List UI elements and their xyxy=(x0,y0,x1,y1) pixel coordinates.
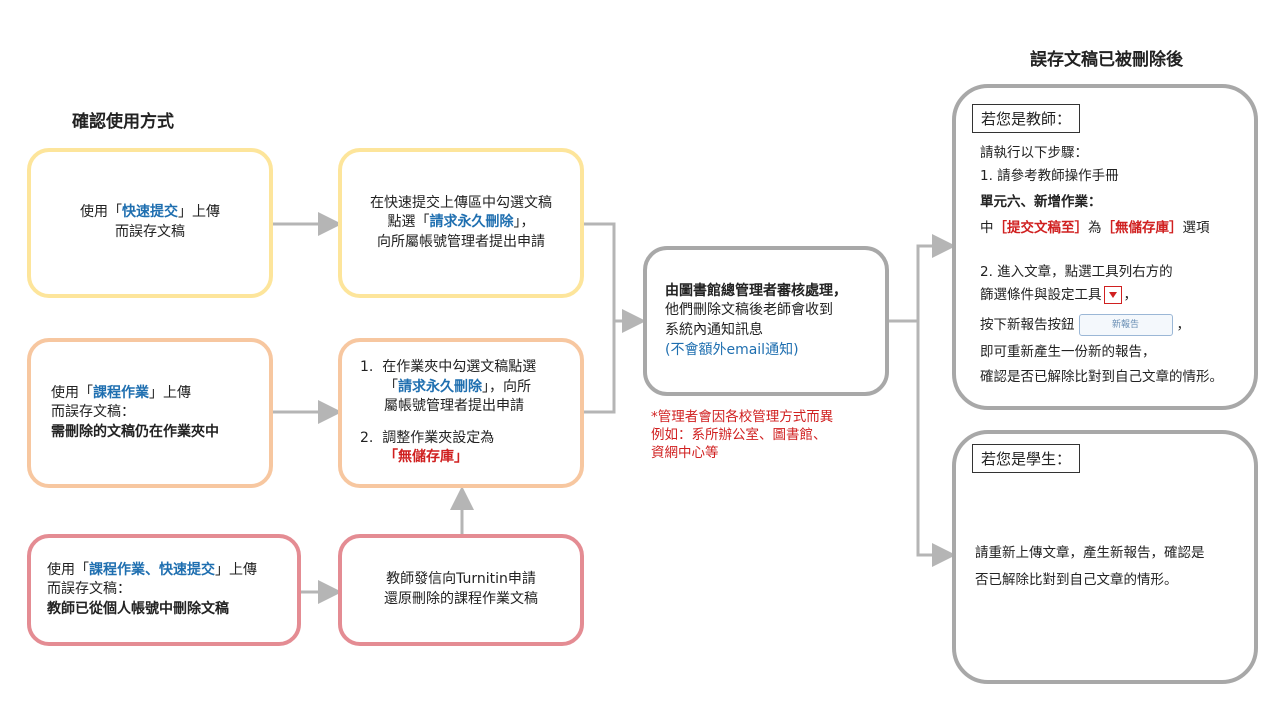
teacher-panel xyxy=(952,84,1258,410)
arrow-to-teacher xyxy=(916,234,956,321)
teacher-label: 若您是教師： xyxy=(972,104,1081,133)
keyword-both: 課程作業、快速提交 xyxy=(89,561,215,578)
filter-tool-line: 篩選條件與設定工具， xyxy=(980,286,1137,304)
arrow-to-student xyxy=(916,321,956,567)
keyword-request-delete: 請求永久刪除 xyxy=(429,214,514,231)
keyword-course-assignment: 課程作業 xyxy=(93,384,149,401)
keyword-quick-submit: 快速提交 xyxy=(122,204,178,221)
student-label: 若您是學生： xyxy=(972,444,1081,473)
keyword-request-delete-2: 請求永久刪除 xyxy=(398,378,482,395)
right-title: 誤存文稿已被刪除後 xyxy=(1030,50,1183,70)
quick-submit-delete-box: 在快速提交上傳區中勾選文稿 點選「請求永久刪除」， 向所屬帳號管理者提出申請 xyxy=(338,148,584,298)
filter-icon xyxy=(1103,286,1122,304)
turnitin-restore-box: 教師發信向Turnitin申請 還原刪除的課程作業文稿 xyxy=(338,534,584,646)
teacher-deleted-box: 使用「課程作業、快速提交」上傳 而誤存文稿： 教師已從個人帳號中刪除文稿 xyxy=(27,534,301,646)
keyword-no-repository: 「無儲存庫」 xyxy=(384,449,468,466)
course-assignment-box: 使用「課程作業」上傳 而誤存文稿： 需刪除的文稿仍在作業夾中 xyxy=(27,338,273,488)
quick-submit-box: 使用「快速提交」上傳 而誤存文稿 xyxy=(27,148,273,298)
teacher-option-line: 中［提交文稿至］為［無儲存庫］選項 xyxy=(980,220,1210,236)
admin-review-box: 由圖書館總管理者審核處理， 他們刪除文稿後老師會收到 系統內通知訊息 (不會額外… xyxy=(643,246,889,396)
new-report-line: 按下新報告按鈕新報告， xyxy=(980,314,1190,336)
assignment-folder-steps-box: 1. 在作業夾中勾選文稿點選 「請求永久刪除」，向所 屬帳號管理者提出申請 2.… xyxy=(338,338,584,488)
admin-note: *管理者會因各校管理方式而異 例如：系所辦公室、圖書館、 資網中心等 xyxy=(651,409,834,462)
new-report-button[interactable]: 新報告 xyxy=(1078,314,1173,336)
bracket-merge xyxy=(584,222,616,414)
keyword-no-repo-option: ［無儲存庫］ xyxy=(1101,220,1183,236)
keyword-submit-to: ［提交文稿至］ xyxy=(993,220,1089,236)
left-title: 確認使用方式 xyxy=(72,112,174,132)
